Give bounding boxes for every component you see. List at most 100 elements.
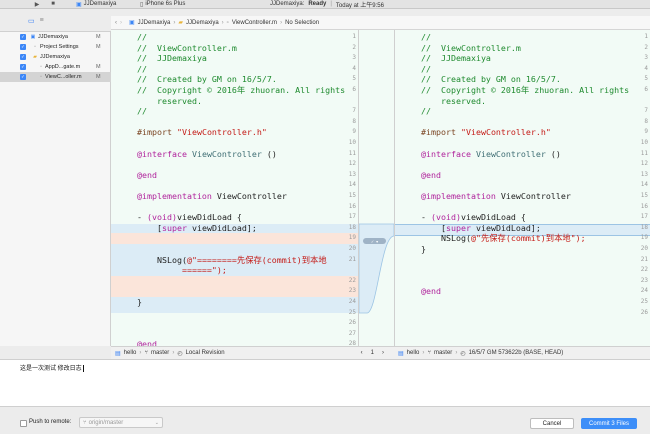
next-change-icon[interactable]: ›: [382, 350, 384, 356]
code-line: 16: [395, 202, 650, 213]
code-text: //: [421, 32, 431, 42]
folder-icon: ▰: [33, 54, 37, 60]
line-number: 9: [352, 128, 356, 136]
line-number: 16: [640, 202, 648, 210]
line-number: 10: [348, 139, 356, 146]
code-line: 23: [111, 286, 358, 297]
nav-item-project-settings[interactable]: ✓ ▫ Project Settings M: [0, 42, 111, 52]
nav-item-label: AppD...gate.m: [45, 64, 81, 70]
branch-icon: ⑂: [144, 350, 148, 356]
project-navigator-icon[interactable]: ▭: [28, 17, 35, 25]
checkbox-icon[interactable]: ✓: [20, 64, 26, 70]
text-cursor: [82, 364, 84, 372]
code-line: 8: [395, 117, 650, 128]
line-number: 12: [640, 160, 648, 168]
forward-icon[interactable]: ›: [120, 19, 122, 26]
code-line: 12: [395, 159, 650, 170]
commit-button[interactable]: Commit 3 Files: [581, 418, 637, 429]
scheme-selector[interactable]: ▣ JJDemaxiya: [76, 0, 116, 8]
code-line: 28@end: [111, 339, 358, 346]
nav-item-project[interactable]: ✓ ▣ JJDemaxiya M: [0, 32, 111, 42]
run-icon[interactable]: ▶: [34, 1, 40, 8]
breadcrumb-selection[interactable]: No Selection: [285, 19, 320, 26]
back-icon[interactable]: ‹: [115, 19, 117, 26]
remote-select[interactable]: ⑂ origin/master ⌄: [79, 417, 163, 428]
line-number: 26: [640, 308, 648, 316]
diff-toggle-button[interactable]: ✓ ▾: [363, 238, 386, 244]
revision-label[interactable]: 16/5/7 GM 573622b (BASE, HEAD): [468, 350, 564, 356]
line-number: 1: [352, 33, 356, 40]
line-number: 2: [644, 43, 648, 51]
code-line: 27: [111, 329, 358, 340]
code-line: 19: [111, 233, 358, 244]
line-number: 3: [644, 54, 648, 62]
breadcrumb-group[interactable]: JJDemaxiya: [185, 19, 219, 26]
nav-item-label: JJDemaxiya: [40, 54, 70, 60]
status-state: Ready: [308, 1, 327, 7]
cancel-button[interactable]: Cancel: [530, 418, 574, 429]
line-number: 14: [348, 181, 356, 189]
repo-name[interactable]: hello: [406, 350, 420, 356]
code-line: 2// ViewController.m: [111, 43, 358, 54]
line-number: 22: [348, 276, 356, 284]
line-number: 28: [348, 340, 356, 346]
push-to-remote-checkbox[interactable]: [20, 420, 27, 427]
checkbox-icon[interactable]: ✓: [20, 74, 26, 80]
nav-item-appdelegate[interactable]: ✓ ▫ AppD...gate.m M: [0, 62, 111, 72]
commit-message-field[interactable]: 这是一次测试 修改日志: [0, 359, 650, 407]
revision-label[interactable]: Local Revision: [185, 350, 225, 356]
code-line: reserved.: [111, 96, 358, 107]
line-number: 23: [348, 287, 356, 295]
code-text: - (void)viewDidLoad {: [421, 212, 526, 223]
diff-connector: [358, 30, 395, 346]
line-number: 18: [348, 223, 356, 231]
line-number: 11: [640, 149, 648, 157]
chevron-down-icon: ▾: [376, 238, 379, 244]
nav-item-group[interactable]: ✓ ▰ JJDemaxiya: [0, 52, 111, 62]
line-number: 13: [640, 170, 648, 178]
line-number: 27: [348, 329, 356, 337]
checkbox-icon[interactable]: ✓: [20, 54, 26, 60]
code-text: //: [137, 106, 147, 117]
code-text: // ViewController.m: [421, 42, 521, 53]
file-list-icon[interactable]: ≡: [39, 17, 44, 24]
nav-item-label: Project Settings: [40, 44, 79, 50]
code-text: }: [137, 297, 142, 307]
code-text: reserved.: [421, 95, 486, 106]
branch-name[interactable]: master: [150, 350, 170, 356]
line-number: 23: [640, 276, 648, 284]
code-line: 21 NSLog(@"========先保存(commit)到本地: [111, 255, 358, 266]
code-line: 13@end: [111, 170, 358, 181]
code-line: 12: [111, 159, 358, 170]
nav-item-viewcontroller[interactable]: ✓ ▫ ViewC...oller.m M: [0, 72, 111, 82]
line-number: 25: [640, 298, 648, 305]
code-line: 25: [111, 308, 358, 319]
stop-icon[interactable]: ■: [51, 1, 55, 7]
code-line: 3// JJDemaxiya: [395, 53, 650, 64]
line-number: 20: [640, 245, 648, 252]
code-line: 11@interface ViewController (): [395, 149, 650, 160]
separator-icon: ›: [172, 350, 175, 356]
remote-value: origin/master: [88, 419, 124, 426]
repo-name[interactable]: hello: [123, 350, 137, 356]
settings-icon: ▫: [34, 44, 36, 50]
line-number: 10: [640, 139, 648, 146]
checkbox-icon[interactable]: ✓: [20, 34, 26, 40]
change-index: 1: [370, 350, 374, 356]
scheme-label: JJDemaxiya: [83, 1, 117, 7]
code-line: 5// Created by GM on 16/5/7.: [395, 74, 650, 85]
previous-change-icon[interactable]: ‹: [360, 350, 363, 356]
code-line: 17- (void)viewDidLoad {: [395, 212, 650, 223]
code-line: 8: [111, 117, 358, 128]
breadcrumb-file[interactable]: ViewController.m: [231, 19, 278, 26]
device-selector[interactable]: ▯ iPhone 6s Plus: [140, 0, 185, 8]
code-line: 18 [super viewDidLoad];: [395, 223, 650, 234]
branch-name[interactable]: master: [433, 350, 453, 356]
code-text: #import "ViewController.h": [137, 127, 267, 138]
nav-item-label: ViewC...oller.m: [45, 74, 82, 80]
breadcrumb-project[interactable]: JJDemaxiya: [137, 19, 171, 26]
code-text: NSLog(@"========先保存(commit)到本地: [137, 254, 327, 265]
checkbox-icon[interactable]: ✓: [20, 44, 26, 50]
